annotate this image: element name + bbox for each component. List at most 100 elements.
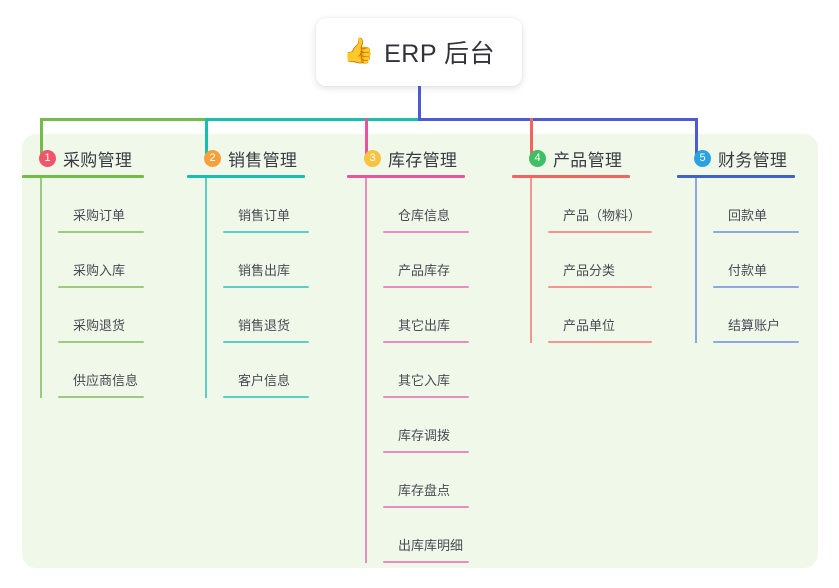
leaf-rule xyxy=(548,231,652,233)
leaf-node[interactable]: 销售退货 xyxy=(205,288,309,343)
leaf-label: 产品分类 xyxy=(563,263,616,278)
leaf-rule xyxy=(58,396,144,398)
column-header-4[interactable]: 4 产品管理 xyxy=(512,145,630,171)
column-3: 3 库存管理仓库信息产品库存其它出库其它入库库存调拨库存盘点出库库明细 xyxy=(347,145,469,563)
leaf-rule xyxy=(713,341,799,343)
leaf-label: 其它出库 xyxy=(398,318,451,333)
leaf-rule xyxy=(58,231,144,233)
column-2: 2 销售管理销售订单销售出库销售退货客户信息 xyxy=(187,145,309,398)
leaf-node[interactable]: 结算账户 xyxy=(695,288,799,343)
connector-bus-segment-3 xyxy=(419,118,698,121)
leaf-node[interactable]: 回款单 xyxy=(695,178,799,233)
leaf-rule xyxy=(383,341,469,343)
column-badge-2: 2 xyxy=(204,149,221,167)
leaf-label: 销售退货 xyxy=(238,318,291,333)
leaf-node[interactable]: 采购订单 xyxy=(40,178,144,233)
leaf-node[interactable]: 采购退货 xyxy=(40,288,144,343)
column-4: 4 产品管理产品（物料） 产品分类产品单位 xyxy=(512,145,652,343)
column-spine-4 xyxy=(530,178,532,343)
column-5: 5 财务管理回款单付款单结算账户 xyxy=(677,145,799,343)
leaf-rule xyxy=(58,286,144,288)
leaf-node[interactable]: 库存盘点 xyxy=(365,453,469,508)
leaf-label: 产品单位 xyxy=(563,318,616,333)
leaf-label: 销售出库 xyxy=(238,263,291,278)
connector-drop-2 xyxy=(205,118,208,158)
column-spine-2 xyxy=(205,178,207,398)
leaf-node[interactable]: 产品单位 xyxy=(530,288,652,343)
leaf-rule xyxy=(383,561,469,563)
leaf-label: 付款单 xyxy=(728,263,768,278)
column-badge-3: 3 xyxy=(364,149,381,167)
leaf-rule xyxy=(223,396,309,398)
leaf-label: 采购入库 xyxy=(73,263,126,278)
leaf-label: 供应商信息 xyxy=(73,373,139,388)
leaf-label: 产品（物料） xyxy=(563,208,642,223)
connector-drop-1 xyxy=(40,118,43,158)
column-body-4: 产品（物料） 产品分类产品单位 xyxy=(512,178,652,343)
leaf-label: 库存调拨 xyxy=(398,428,451,443)
leaf-rule xyxy=(223,231,309,233)
leaf-label: 采购退货 xyxy=(73,318,126,333)
column-title-5: 财务管理 xyxy=(718,150,788,170)
leaf-rule xyxy=(383,396,469,398)
leaf-label: 销售订单 xyxy=(238,208,291,223)
column-header-2[interactable]: 2 销售管理 xyxy=(187,145,305,171)
leaf-label: 客户信息 xyxy=(238,373,291,388)
leaf-node[interactable]: 付款单 xyxy=(695,233,799,288)
column-header-3[interactable]: 3 库存管理 xyxy=(347,145,465,171)
column-body-1: 采购订单采购入库采购退货供应商信息 xyxy=(22,178,144,398)
column-rule-1 xyxy=(22,175,144,178)
leaf-node[interactable]: 采购入库 xyxy=(40,233,144,288)
column-rule-3 xyxy=(347,175,465,178)
leaf-node[interactable]: 其它出库 xyxy=(365,288,469,343)
leaf-node[interactable]: 仓库信息 xyxy=(365,178,469,233)
column-body-5: 回款单付款单结算账户 xyxy=(677,178,799,343)
leaf-rule xyxy=(713,231,799,233)
leaf-label: 结算账户 xyxy=(728,318,781,333)
column-body-2: 销售订单销售出库销售退货客户信息 xyxy=(187,178,309,398)
column-spine-5 xyxy=(695,178,697,343)
column-rule-5 xyxy=(677,175,795,178)
leaf-rule xyxy=(383,506,469,508)
column-title-3: 库存管理 xyxy=(388,150,458,170)
leaf-node[interactable]: 客户信息 xyxy=(205,343,309,398)
leaf-label: 仓库信息 xyxy=(398,208,451,223)
column-header-5[interactable]: 5 财务管理 xyxy=(677,145,795,171)
leaf-rule xyxy=(58,341,144,343)
root-node[interactable]: 👍 ERP 后台 xyxy=(316,18,522,86)
column-badge-4: 4 xyxy=(529,149,546,167)
leaf-label: 回款单 xyxy=(728,208,768,223)
leaf-label: 出库库明细 xyxy=(398,538,464,553)
leaf-rule xyxy=(383,451,469,453)
column-body-3: 仓库信息产品库存其它出库其它入库库存调拨库存盘点出库库明细 xyxy=(347,178,469,563)
leaf-node[interactable]: 库存调拨 xyxy=(365,398,469,453)
leaf-label: 其它入库 xyxy=(398,373,451,388)
leaf-node[interactable]: 供应商信息 xyxy=(40,343,144,398)
leaf-rule xyxy=(383,286,469,288)
connector-trunk xyxy=(418,86,421,121)
leaf-node[interactable]: 销售出库 xyxy=(205,233,309,288)
leaf-rule xyxy=(383,231,469,233)
column-title-2: 销售管理 xyxy=(228,150,298,170)
connector-drop-5 xyxy=(695,118,698,158)
leaf-node[interactable]: 产品库存 xyxy=(365,233,469,288)
connector-drop-4 xyxy=(530,118,533,158)
leaf-node[interactable]: 销售订单 xyxy=(205,178,309,233)
leaf-node[interactable]: 产品（物料） xyxy=(530,178,652,233)
leaf-rule xyxy=(223,286,309,288)
leaf-label: 采购订单 xyxy=(73,208,126,223)
thumbs-up-icon: 👍 xyxy=(342,36,375,65)
diagram-panel xyxy=(22,134,818,568)
column-badge-5: 5 xyxy=(694,149,711,167)
leaf-node[interactable]: 其它入库 xyxy=(365,343,469,398)
leaf-label: 库存盘点 xyxy=(398,483,451,498)
root-node-title: ERP 后台 xyxy=(384,40,496,68)
connector-drop-3 xyxy=(365,118,368,158)
leaf-node[interactable]: 出库库明细 xyxy=(365,508,469,563)
column-title-4: 产品管理 xyxy=(553,150,623,170)
column-rule-4 xyxy=(512,175,630,178)
column-badge-1: 1 xyxy=(39,149,56,167)
leaf-node[interactable]: 产品分类 xyxy=(530,233,652,288)
